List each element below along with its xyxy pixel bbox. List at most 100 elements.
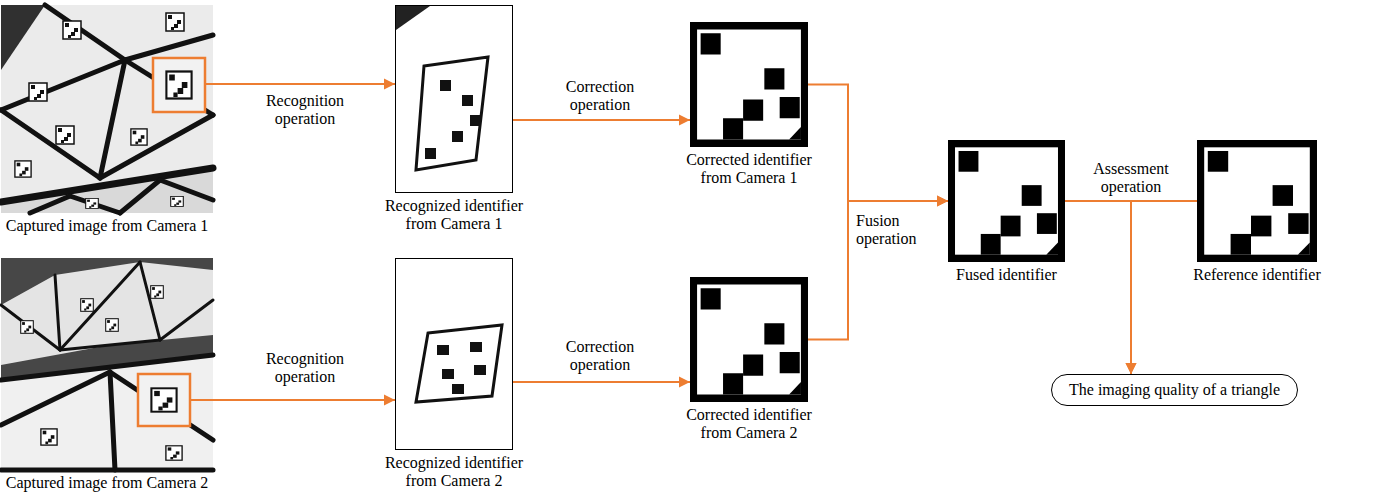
camera-1-scene-part-part bbox=[125, 35, 213, 60]
camera-2-scene-part bbox=[138, 374, 190, 426]
camera-1-scene-part-part bbox=[1, 110, 100, 178]
camera-1-scene-part bbox=[153, 58, 205, 112]
camera-1-scene-part bbox=[1, 5, 213, 213]
recognized-identifier-2-part bbox=[470, 342, 482, 352]
arrowhead bbox=[679, 377, 690, 388]
flow-connector bbox=[513, 115, 690, 126]
recognized-identifier-1-part bbox=[396, 6, 430, 30]
identifier-image: Recognized identifier from Camera 1 bbox=[395, 5, 513, 193]
camera-1-scene-part-part bbox=[45, 5, 125, 60]
connector-line bbox=[513, 381, 690, 383]
identifier-markers-part bbox=[1197, 140, 1317, 262]
recognized-identifier-2-part bbox=[474, 365, 486, 375]
recognized-identifier-2-part bbox=[452, 384, 464, 394]
image-caption: Fused identifier bbox=[922, 266, 1092, 284]
flow-connector bbox=[213, 395, 395, 406]
flow-connector bbox=[213, 79, 395, 90]
identifier-markers-part bbox=[690, 22, 808, 147]
image-caption: Captured image from Camera 1 bbox=[0, 217, 219, 235]
box-label: The imaging quality of a triangle bbox=[1069, 380, 1280, 400]
arrowhead bbox=[937, 196, 948, 207]
arrowhead bbox=[384, 395, 395, 406]
identifier-image: Fused identifier bbox=[948, 140, 1065, 262]
camera-2-scene bbox=[1, 258, 214, 470]
camera-2-scene-part bbox=[151, 388, 176, 411]
camera-2-scene-part-part bbox=[110, 372, 213, 440]
image-caption: Recognized identifier from Camera 2 bbox=[379, 454, 529, 490]
recognized-identifier-2-part bbox=[442, 369, 454, 379]
camera-1-scene-part-part bbox=[100, 60, 125, 178]
connector-line bbox=[1131, 201, 1197, 374]
camera-1-scene-part bbox=[131, 129, 147, 145]
arrowhead bbox=[384, 79, 395, 90]
camera-1-scene-part-part bbox=[70, 196, 120, 213]
camera-1-scene-part bbox=[1, 5, 213, 213]
connector-line bbox=[808, 201, 948, 340]
recognized-identifier-1-part bbox=[440, 80, 451, 91]
operation-label: Assessment operation bbox=[1083, 160, 1179, 196]
recognized-identifier-1 bbox=[396, 6, 513, 193]
result-box: The imaging quality of a triangle bbox=[1051, 374, 1298, 406]
flow-connector bbox=[513, 377, 690, 388]
camera-2-scene-part bbox=[21, 321, 34, 334]
recognized-identifier-1-part bbox=[416, 57, 488, 170]
camera-1-scene-part bbox=[56, 126, 74, 144]
camera-2-scene-part-part bbox=[1, 372, 110, 425]
identifier-image: Corrected identifier from Camera 2 bbox=[690, 277, 808, 402]
camera-2-scene-part-part bbox=[60, 340, 160, 350]
camera-2-scene-part bbox=[1, 262, 213, 365]
identifier-markers bbox=[690, 22, 1317, 402]
camera-2-scene-part-part bbox=[60, 262, 140, 350]
recognized-identifier-2-part bbox=[416, 325, 502, 402]
arrowhead bbox=[679, 115, 690, 126]
identifier-image: Reference identifier bbox=[1197, 140, 1317, 262]
recognized-identifier-1-part bbox=[470, 115, 481, 126]
camera-2-scene-part bbox=[166, 446, 182, 460]
camera-1-scene-part bbox=[15, 161, 31, 177]
camera-1-scene-part bbox=[166, 72, 191, 99]
camera-1-scene-part-part bbox=[160, 180, 213, 200]
image-caption: Corrected identifier from Camera 2 bbox=[677, 406, 822, 442]
recognized-identifier-1-part bbox=[425, 148, 436, 159]
camera-2-scene-part bbox=[138, 374, 190, 426]
recognized-identifier-2-part bbox=[437, 345, 449, 355]
camera-2-scene-part bbox=[1, 355, 213, 470]
camera-1-scene-part bbox=[29, 83, 47, 101]
camera-2-scene-part-part bbox=[160, 300, 213, 340]
image-caption: Recognized identifier from Camera 1 bbox=[379, 197, 529, 233]
arrowhead bbox=[1126, 363, 1137, 374]
camera-2-scene-part-part bbox=[110, 372, 115, 470]
camera-2-scene-part-part bbox=[1, 305, 60, 350]
image-caption: Corrected identifier from Camera 1 bbox=[677, 151, 822, 187]
camera-2-scene-part bbox=[41, 429, 57, 445]
camera-image: Captured image from Camera 1 bbox=[1, 5, 213, 213]
recognized-identifier-2 bbox=[396, 259, 513, 450]
camera-2-scene-part bbox=[81, 299, 94, 312]
flow-connector bbox=[808, 85, 948, 207]
recognized-identifier-1-part bbox=[452, 131, 463, 142]
arrowhead bbox=[937, 196, 948, 207]
flow-connector bbox=[1126, 201, 1198, 374]
camera-2-scene-part bbox=[151, 286, 164, 299]
identifier-markers-part bbox=[690, 277, 808, 402]
camera-1-scene bbox=[1, 5, 214, 213]
camera-image: Captured image from Camera 2 bbox=[1, 258, 213, 470]
camera-2-scene-part bbox=[190, 399, 214, 401]
recognized-identifier-2-part bbox=[396, 259, 513, 450]
operation-label: Correction operation bbox=[555, 338, 645, 374]
operation-label: Fusion operation bbox=[856, 212, 946, 248]
camera-2-scene-part bbox=[1, 258, 213, 470]
connector-line bbox=[1065, 201, 1131, 374]
camera-1-scene-part bbox=[86, 199, 99, 209]
operation-label: Correction operation bbox=[555, 78, 645, 114]
recognized-identifier-1-part bbox=[396, 6, 513, 193]
camera-2-scene-part bbox=[1, 262, 213, 350]
flow-connector bbox=[1065, 201, 1137, 374]
connector-line bbox=[513, 119, 690, 121]
camera-1-scene-part bbox=[1, 5, 213, 202]
operation-label: Recognition operation bbox=[257, 92, 353, 128]
camera-2-scene-part-part bbox=[1, 468, 213, 473]
